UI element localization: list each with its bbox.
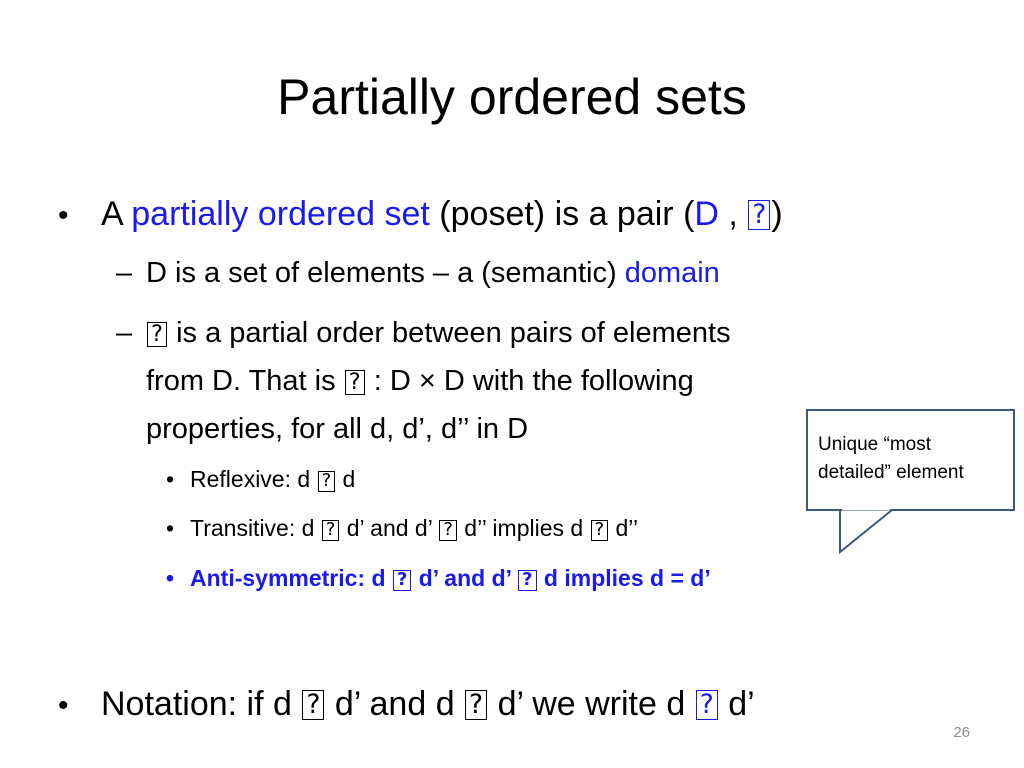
order-symbol-box: ? [590, 519, 609, 541]
bullet-1: • [58, 192, 69, 238]
order-symbol-box: ? [321, 519, 340, 541]
domain-term: domain [624, 257, 720, 289]
transitive-b: d’ and d’ [340, 515, 439, 541]
bullet-dot: • [166, 565, 175, 591]
sub-bullet-2-line-2: from D. That is ? : D × D with the follo… [146, 358, 694, 404]
slide-title: Partially ordered sets [277, 69, 747, 125]
sub-bullet-2-line-1: ? is a partial order between pairs of el… [146, 310, 731, 356]
reflexive-a: Reflexive: d [190, 466, 317, 492]
callout-pointer [839, 507, 895, 555]
bullet-1-middle: (poset) is a pair ( [429, 195, 695, 233]
order-symbol-box: ? [344, 369, 365, 396]
page-number: 26 [953, 724, 970, 741]
order-symbol-box: ? [302, 690, 325, 721]
order-symbol-box: ? [695, 690, 718, 721]
notation-b: d’ and d [325, 685, 465, 723]
sub-2-line-1: is a partial order between pairs of elem… [168, 317, 731, 349]
transitive-c: d’’ implies d [457, 515, 590, 541]
sub-bullet-2: – [116, 310, 132, 356]
antisymmetric-a: Anti-symmetric: d [190, 565, 392, 591]
bullet-dot: • [166, 466, 175, 492]
order-symbol-box: ? [748, 200, 771, 231]
order-symbol-box: ? [465, 690, 488, 721]
order-symbol-box: ? [439, 519, 457, 541]
antisymmetric-c: d implies d = d’ [537, 565, 711, 591]
reflexive-b: d [336, 466, 356, 492]
bullet-dot: • [58, 689, 69, 722]
notation-c: d’ we write d [488, 685, 695, 723]
sub-bullet-2-line-3: properties, for all d, d’, d’’ in D [146, 413, 529, 445]
order-symbol-box: ? [317, 470, 336, 492]
sub-2-line-2a: from D. That is [146, 365, 344, 397]
bullet-1-text: A partially ordered set (poset) is a pai… [101, 192, 783, 236]
notation-a: Notation: if d [101, 685, 302, 723]
poset-term: partially ordered set [131, 195, 430, 233]
antisymmetric-b: d’ and d’ [412, 565, 518, 591]
sub-2-line-2b: : D × D with the following [365, 365, 694, 397]
bullet-2: • [58, 682, 69, 728]
order-symbol-box: ? [518, 569, 537, 591]
bullet-dot: • [58, 199, 69, 232]
transitive-property: Transitive: d ? d’ and d’ ? d’’ implies … [190, 511, 638, 545]
callout-line-1: Unique “most [818, 434, 931, 455]
notation-text: Notation: if d ? d’ and d ? d’ we write … [101, 682, 755, 726]
domain-symbol: D [694, 195, 719, 233]
bullet-1-prefix: A [101, 195, 132, 233]
callout-line-2: detailed” element [818, 462, 964, 483]
antisymmetric-property: Anti-symmetric: d ? d’ and d’ ? d implie… [190, 561, 711, 595]
reflexive-property: Reflexive: d ? d [190, 462, 355, 496]
sub-bullet-1-text: D is a set of elements – a (semantic) do… [146, 250, 720, 296]
transitive-a: Transitive: d [190, 515, 321, 541]
bullet-1-close: ) [771, 195, 783, 233]
dash: – [116, 317, 133, 349]
notation-d: d’ [718, 685, 755, 723]
dash: – [116, 257, 133, 289]
sub-1-text: D is a set of elements – a (semantic) [146, 257, 625, 289]
callout-box [806, 409, 1015, 511]
sub-bullet-1: – [116, 250, 132, 296]
callout-text: Unique “most detailed” element [818, 431, 1013, 487]
bullet-1-comma: , [718, 195, 748, 233]
transitive-d: d’’ [609, 515, 639, 541]
order-symbol-box: ? [147, 321, 168, 348]
bullet-dot: • [166, 515, 175, 541]
order-symbol-box: ? [392, 569, 412, 591]
